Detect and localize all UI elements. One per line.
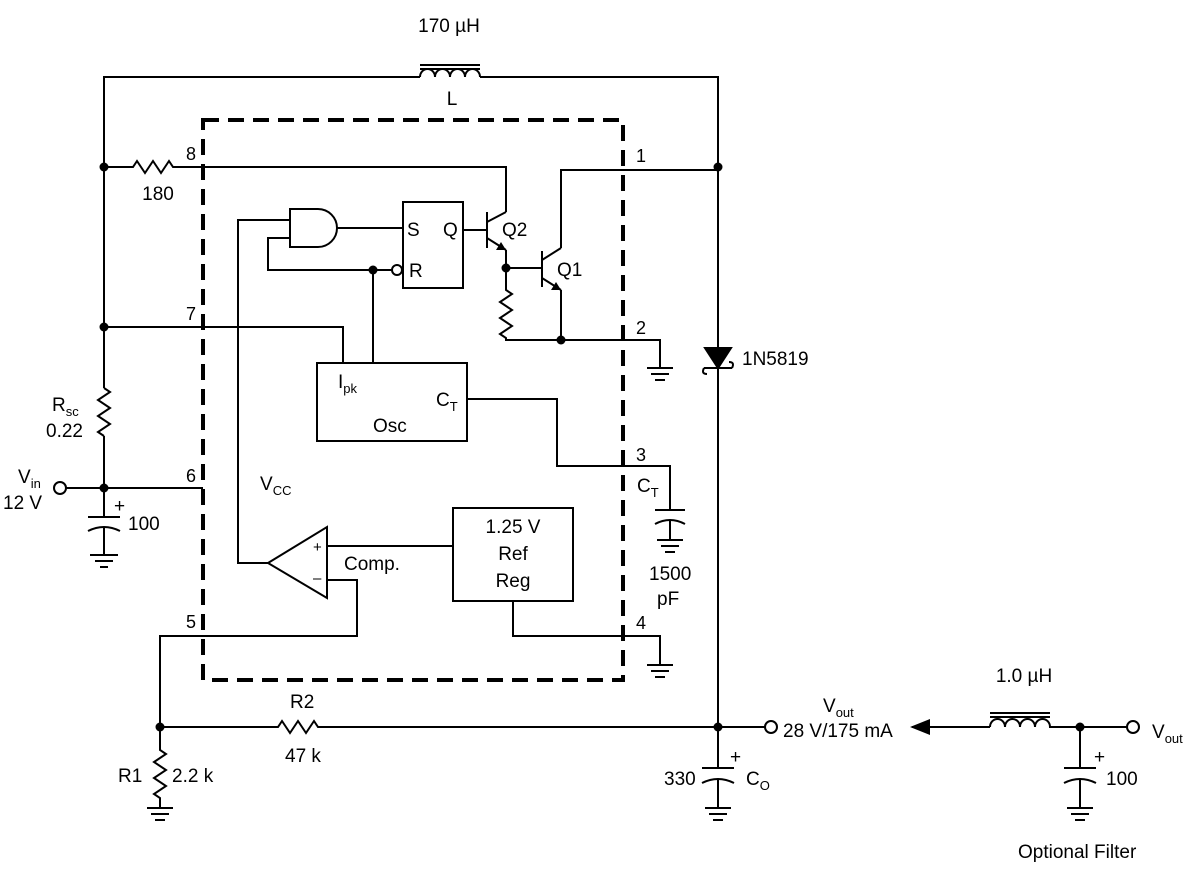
- comp-plus: +: [313, 539, 322, 556]
- filter-inductor: [989, 712, 1127, 728]
- r1-value: 2.2 k: [172, 766, 214, 787]
- pin-1-wire: [560, 169, 718, 240]
- ct-cap-value-2: pF: [657, 589, 679, 610]
- filter-cap: [1063, 727, 1097, 821]
- inductor-main-ref: L: [447, 89, 458, 110]
- filter-caption: Optional Filter: [1018, 842, 1137, 863]
- osc-ct: CT: [436, 390, 458, 414]
- vout-label: Vout: [823, 696, 854, 720]
- pin-1: 1: [636, 146, 646, 166]
- osc-name: Osc: [373, 416, 407, 437]
- vout-value: 28 V/175 mA: [783, 721, 893, 742]
- r1-ref: R1: [118, 766, 142, 787]
- r2-value: 47 k: [285, 746, 321, 767]
- diode-part: 1N5819: [742, 349, 809, 370]
- rsc-value: 0.22: [46, 421, 83, 442]
- vout-terminal[interactable]: [764, 720, 778, 734]
- latch-r-bubble: [391, 264, 403, 276]
- osc-ipk: Ipk: [338, 372, 358, 396]
- pin-7: 7: [186, 304, 196, 324]
- pin-2: 2: [636, 318, 646, 338]
- pin-3: 3: [636, 445, 646, 465]
- ground-pin-4: [647, 664, 673, 678]
- ground-pin-2: [640, 339, 673, 381]
- vin-label: Vin: [18, 467, 41, 491]
- inductor-main: [103, 64, 719, 167]
- comp-label: Comp.: [344, 554, 400, 575]
- pin-4-wire: [512, 601, 661, 665]
- filter-vout-terminal[interactable]: [1126, 720, 1140, 734]
- pin-8: 8: [186, 144, 196, 164]
- r2-ref: R2: [290, 692, 314, 713]
- and-gate: [237, 208, 403, 564]
- cap-in-polarity: +: [114, 496, 125, 517]
- ref-reg-block: [452, 507, 574, 602]
- filter-cap-value: 100: [1106, 769, 1138, 790]
- pin-6: 6: [186, 466, 196, 486]
- rsc-ref: Rsc: [52, 395, 79, 419]
- ic-outline: [201, 118, 625, 682]
- r1-resistor: [147, 727, 173, 821]
- r2-resistor: [160, 719, 718, 735]
- filter-vout-label: Vout: [1152, 722, 1183, 746]
- cap-out-ref: CO: [746, 769, 770, 793]
- cap-out-polarity: +: [730, 747, 741, 768]
- ref-line2: Ref: [498, 544, 528, 565]
- resistor-180: [104, 159, 203, 175]
- latch-q: Q: [443, 220, 458, 241]
- ref-line3: Reg: [496, 571, 531, 592]
- ct-wire: [467, 398, 671, 510]
- q1-label: Q1: [557, 260, 582, 281]
- cap-in: [87, 488, 121, 568]
- pin-4: 4: [636, 613, 646, 633]
- inductor-main-value: 170 µH: [418, 16, 480, 37]
- comparator: [159, 525, 453, 727]
- cap-out-value: 330: [664, 769, 696, 790]
- pin-7-wire: [104, 326, 344, 363]
- resistor-180-value: 180: [142, 184, 174, 205]
- ref-line1: 1.25 V: [486, 517, 541, 538]
- comp-minus: –: [313, 570, 322, 587]
- vin-value: 12 V: [3, 493, 42, 514]
- junction-dot: [556, 335, 566, 345]
- latch-s: S: [407, 220, 420, 241]
- latch-r: R: [409, 261, 423, 282]
- rsc-resistor: [96, 387, 112, 437]
- vin-terminal[interactable]: [53, 481, 67, 495]
- ct-cap-value-1: 1500: [649, 564, 691, 585]
- transistor-q2: [486, 211, 507, 268]
- cap-in-value: 100: [128, 514, 160, 535]
- vcc-label: VCC: [260, 474, 291, 498]
- pin-5: 5: [186, 612, 196, 632]
- oscillator-block: [316, 362, 468, 442]
- transistor-q1: [541, 240, 562, 340]
- cap-out: [701, 727, 735, 821]
- ct-capacitor: [654, 509, 686, 553]
- ct-cap-ref: CT: [637, 476, 659, 500]
- filter-inductor-value: 1.0 µH: [996, 666, 1052, 687]
- filter-cap-polarity: +: [1094, 747, 1105, 768]
- q2-collector-wire: [203, 166, 507, 212]
- q2-label: Q2: [502, 220, 527, 241]
- bias-resistor: [498, 268, 640, 341]
- sr-latch: [402, 201, 464, 289]
